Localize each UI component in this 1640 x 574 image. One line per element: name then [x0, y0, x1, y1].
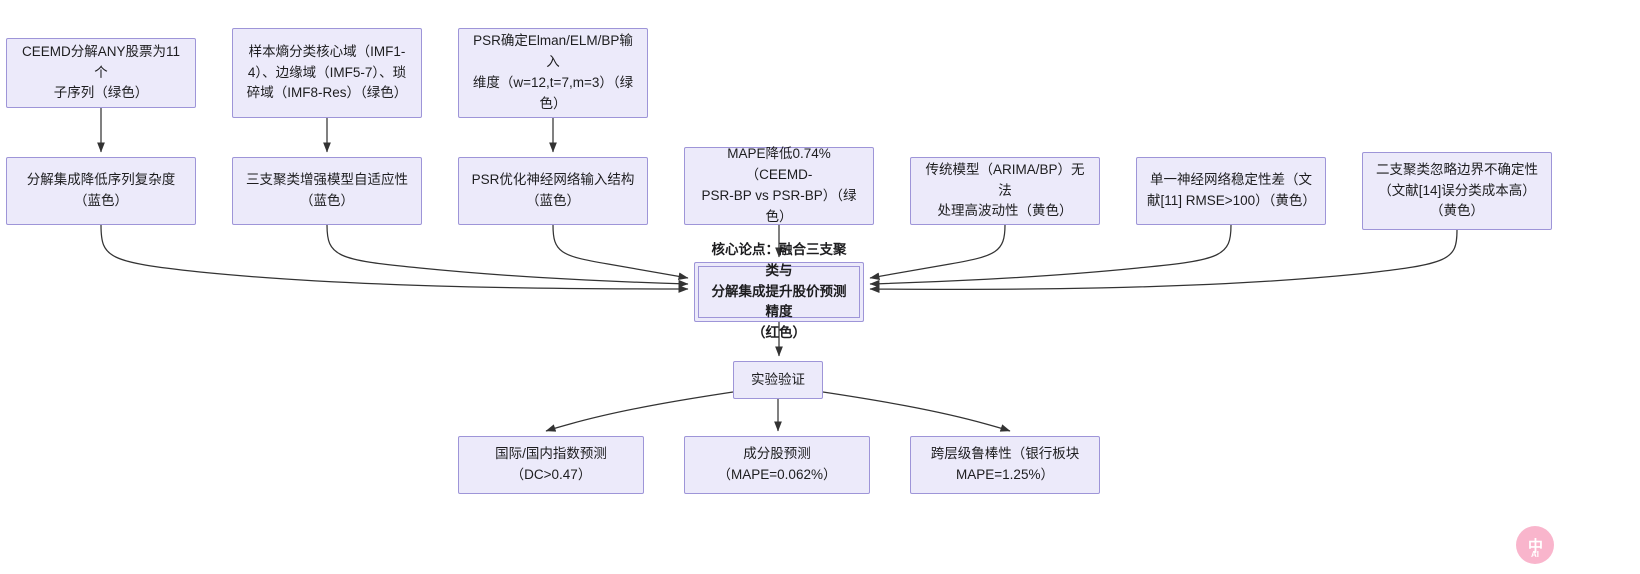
- edge-exp-r3: [822, 391, 1011, 432]
- watermark-main-text: 中: [1527, 537, 1543, 555]
- node-label: CEEMD分解ANY股票为11个 子序列（绿色）: [21, 43, 181, 101]
- node-core-thesis[interactable]: 核心论点：融合三支聚类与 分解集成提升股价预测精度 （红色）: [694, 242, 864, 340]
- node-label: 国际/国内指数预测 （DC>0.47）: [495, 446, 607, 482]
- node-sample-entropy-classification[interactable]: 样本熵分类核心域（IMF1- 4）、边缘域（IMF5-7）、琐 碎域（IMF8-…: [232, 28, 422, 118]
- node-single-network-instability[interactable]: 单一神经网络稳定性差（文 献[11] RMSE>100）（黄色）: [1136, 157, 1326, 225]
- node-label: 样本熵分类核心域（IMF1- 4）、边缘域（IMF5-7）、琐 碎域（IMF8-…: [246, 43, 408, 101]
- node-label: PSR优化神经网络输入结构 （蓝色）: [471, 172, 635, 208]
- node-result-constituent-stock-forecast[interactable]: 成分股预测 （MAPE=0.062%）: [684, 436, 870, 494]
- node-result-cross-level-robustness[interactable]: 跨层级鲁棒性（银行板块 MAPE=1.25%）: [910, 436, 1100, 494]
- node-label: 跨层级鲁棒性（银行板块 MAPE=1.25%）: [930, 446, 1080, 482]
- edge-n4-core: [100, 224, 689, 293]
- node-two-way-clustering-limitation[interactable]: 二支聚类忽略边界不确定性 （文献[14]误分类成本高） （黄色）: [1362, 152, 1552, 230]
- node-psr-input-dimension[interactable]: PSR确定Elman/ELM/BP输入 维度（w=12,t=7,m=3）（绿 色…: [458, 28, 648, 118]
- edge-n9-core: [869, 224, 1232, 288]
- watermark-sub-text: AI: [1531, 550, 1539, 559]
- node-result-index-forecast[interactable]: 国际/国内指数预测 （DC>0.47）: [458, 436, 644, 494]
- node-label: 分解集成降低序列复杂度 （蓝色）: [26, 172, 176, 208]
- node-decomposition-reduces-complexity[interactable]: 分解集成降低序列复杂度 （蓝色）: [6, 157, 196, 225]
- node-traditional-model-limitation[interactable]: 传统模型（ARIMA/BP）无法 处理高波动性（黄色）: [910, 157, 1100, 225]
- node-label: PSR确定Elman/ELM/BP输入 维度（w=12,t=7,m=3）（绿 色…: [472, 33, 634, 111]
- edge-n5-core: [326, 224, 689, 288]
- node-ceemd-decomposition[interactable]: CEEMD分解ANY股票为11个 子序列（绿色）: [6, 38, 196, 108]
- watermark-badge: 中 AI: [1516, 526, 1554, 564]
- node-label: MAPE降低0.74%（CEEMD- PSR-BP vs PSR-BP）（绿 色…: [701, 146, 857, 224]
- node-psr-optimizes-network-input[interactable]: PSR优化神经网络输入结构 （蓝色）: [458, 157, 648, 225]
- node-experimental-validation[interactable]: 实验验证: [733, 361, 823, 399]
- node-label: 单一神经网络稳定性差（文 献[11] RMSE>100）（黄色）: [1147, 172, 1316, 208]
- edge-n10-core: [869, 229, 1458, 293]
- edge-exp-r1: [545, 391, 734, 432]
- node-label: 传统模型（ARIMA/BP）无法 处理高波动性（黄色）: [925, 161, 1085, 219]
- node-label: 实验验证: [751, 371, 805, 387]
- node-label: 二支聚类忽略边界不确定性 （文献[14]误分类成本高） （黄色）: [1376, 161, 1538, 219]
- node-label: 核心论点：融合三支聚类与 分解集成提升股价预测精度 （红色）: [711, 241, 847, 341]
- edge-n8-core: [869, 224, 1006, 281]
- node-label: 成分股预测 （MAPE=0.062%）: [717, 446, 837, 482]
- node-label: 三支聚类增强模型自适应性 （蓝色）: [246, 172, 408, 208]
- edge-n6-core: [552, 224, 689, 281]
- node-mape-reduction[interactable]: MAPE降低0.74%（CEEMD- PSR-BP vs PSR-BP）（绿 色…: [684, 146, 874, 225]
- node-three-way-clustering-adaptivity[interactable]: 三支聚类增强模型自适应性 （蓝色）: [232, 157, 422, 225]
